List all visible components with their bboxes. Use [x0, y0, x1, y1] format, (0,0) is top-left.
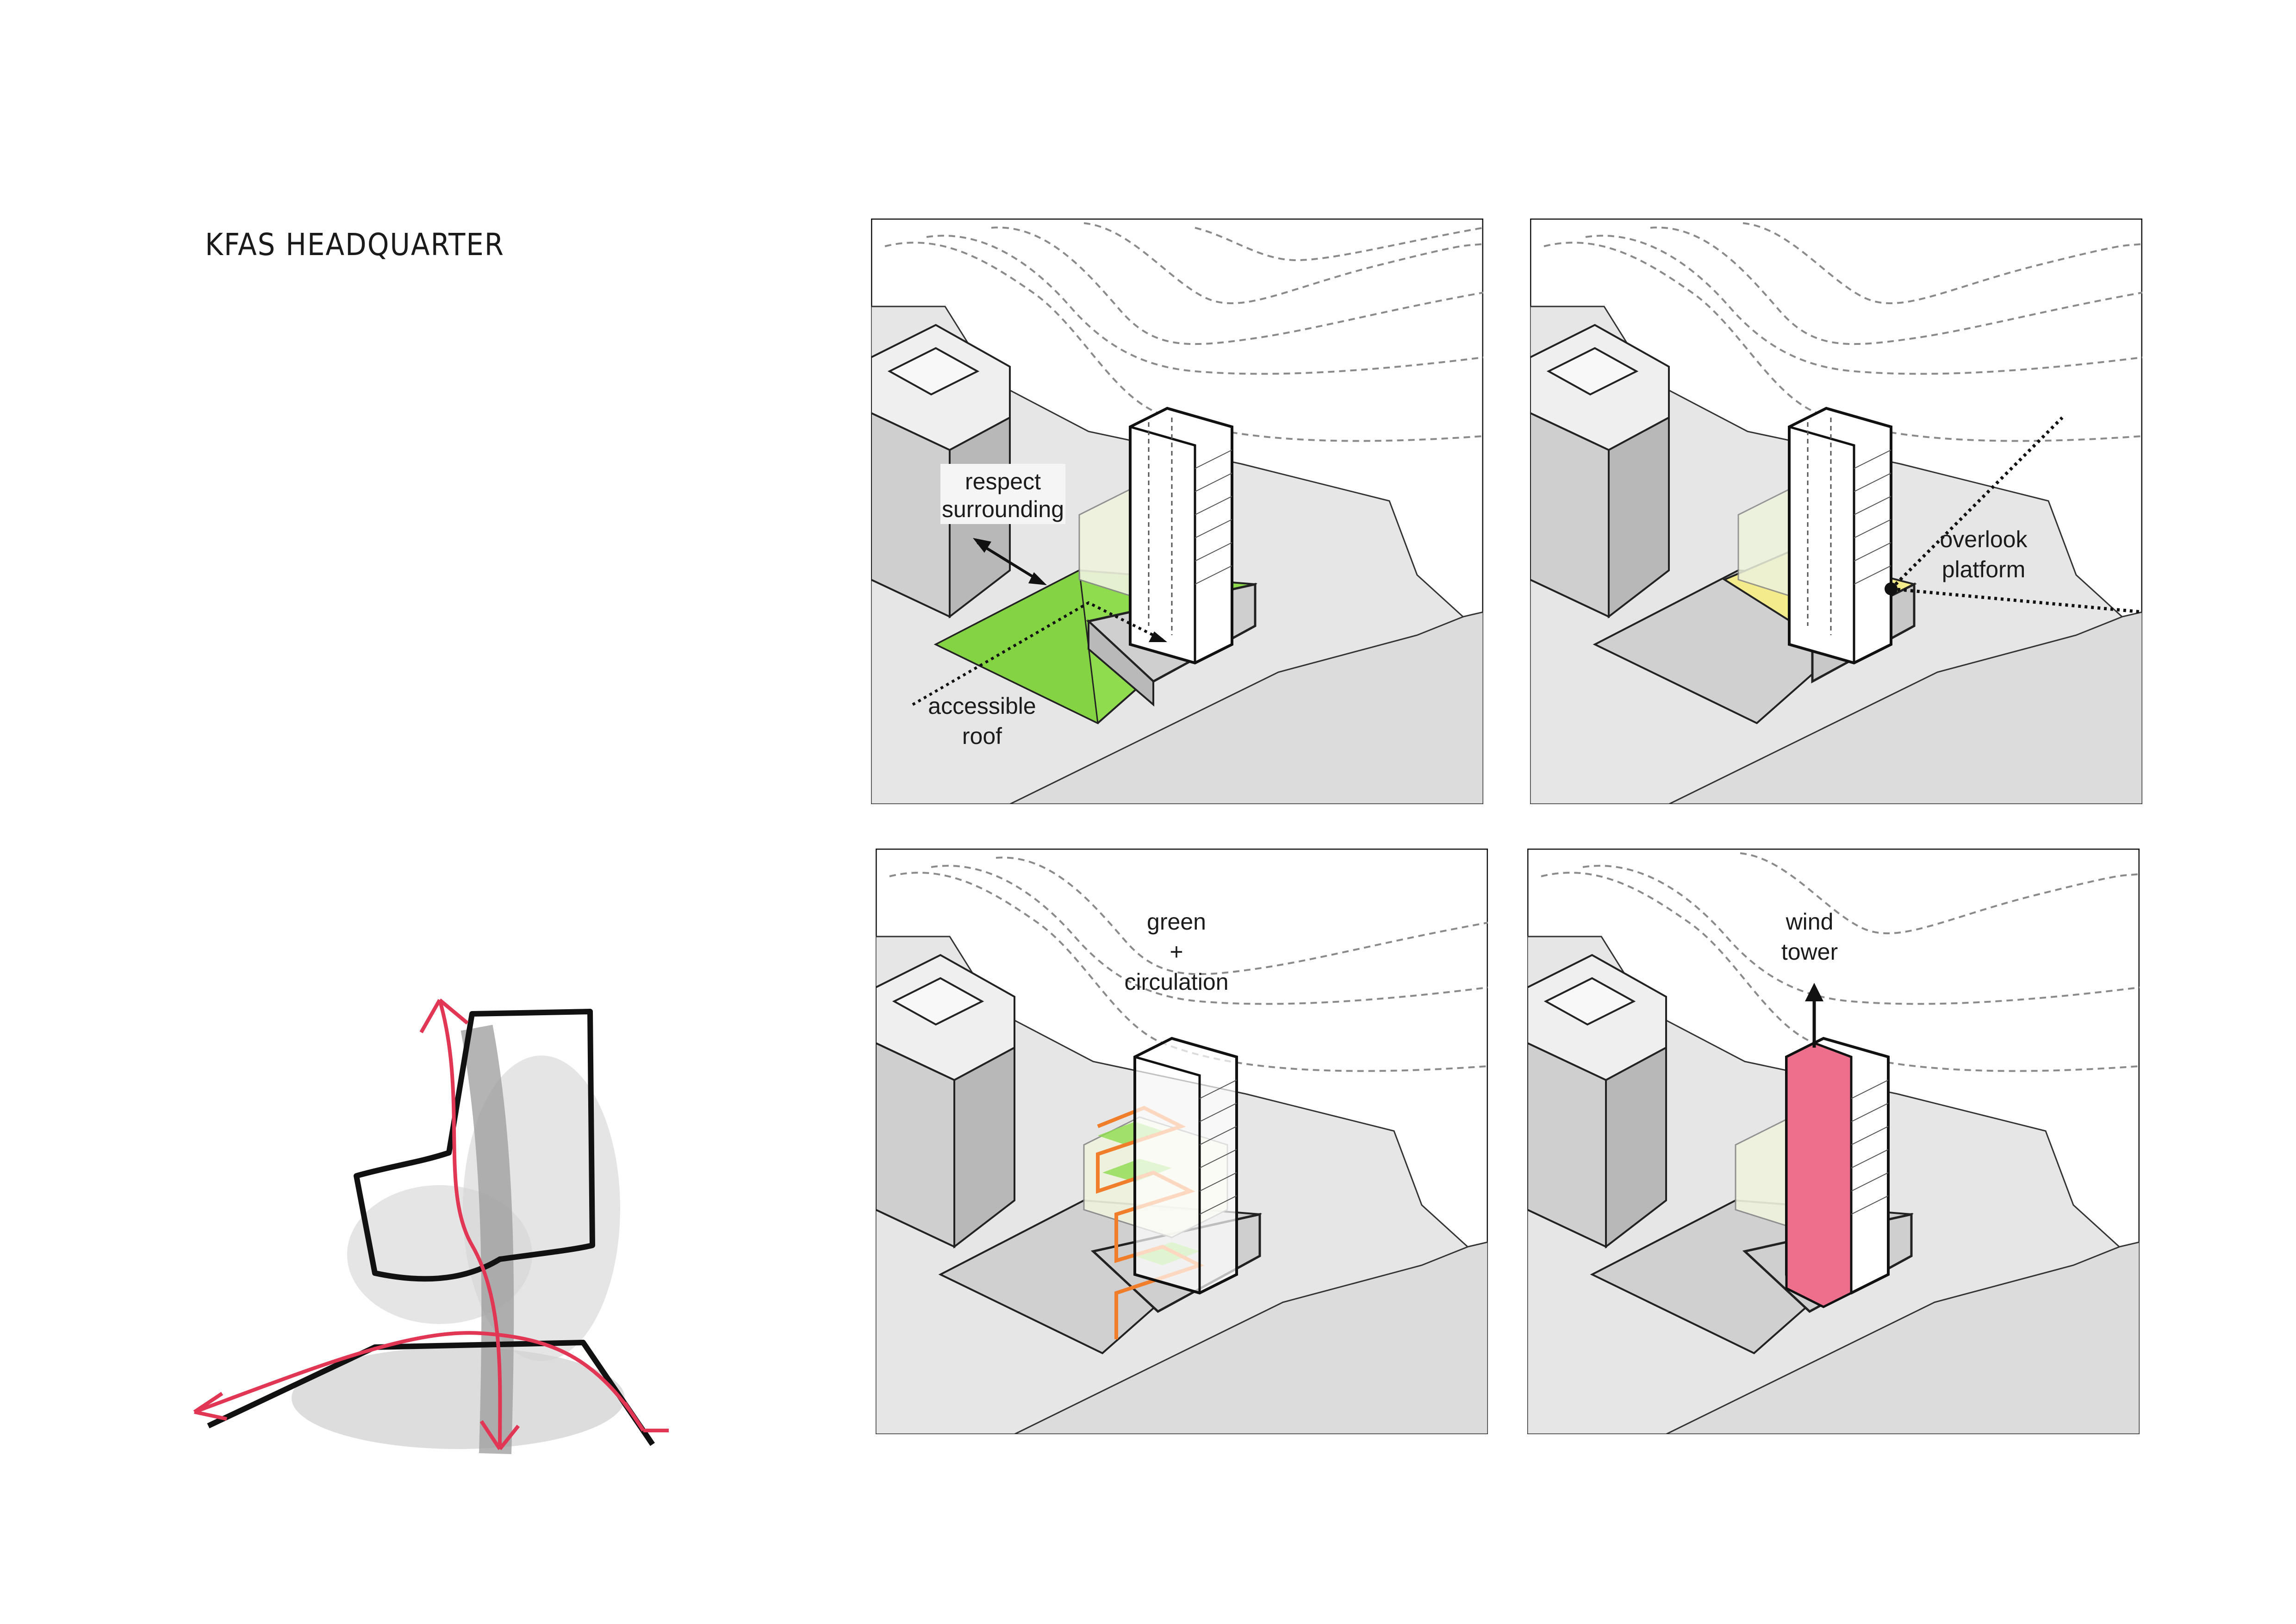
- panel-2-svg: overlook platform: [1530, 219, 2142, 804]
- page-title: KFAS HEADQUARTER: [205, 227, 504, 262]
- diagram-green-circulation: green + circulation: [876, 849, 1488, 1434]
- tower: [1129, 406, 1233, 665]
- building-outline: [354, 1009, 595, 1282]
- diagram-overlook-platform: overlook platform: [1530, 219, 2142, 804]
- movement-arrows: [193, 998, 669, 1450]
- label-plus: +: [1170, 939, 1183, 965]
- panel-3-svg: green + circulation: [876, 849, 1488, 1434]
- label-circulation: circulation: [1124, 969, 1228, 995]
- panel-1-svg: respect surrounding accessible roof: [871, 219, 1483, 804]
- label-surrounding: surrounding: [942, 496, 1064, 522]
- concept-sketch-svg: [193, 998, 669, 1454]
- label-overlook: overlook: [1940, 526, 2028, 552]
- label-platform: platform: [1942, 556, 2026, 582]
- label-tower: tower: [1781, 939, 1838, 965]
- label-roof: roof: [962, 723, 1002, 749]
- diagram-accessible-roof: respect surrounding accessible roof: [871, 219, 1483, 804]
- label-respect: respect: [965, 468, 1041, 494]
- panel-4-svg: wind tower: [1527, 849, 2140, 1434]
- wind-tower-shaft: [1785, 1042, 1853, 1308]
- label-wind: wind: [1786, 909, 1834, 935]
- label-green: green: [1147, 909, 1206, 935]
- concept-sketch: [180, 968, 782, 1514]
- diagram-wind-tower: wind tower: [1527, 849, 2140, 1434]
- label-accessible: accessible: [928, 693, 1036, 719]
